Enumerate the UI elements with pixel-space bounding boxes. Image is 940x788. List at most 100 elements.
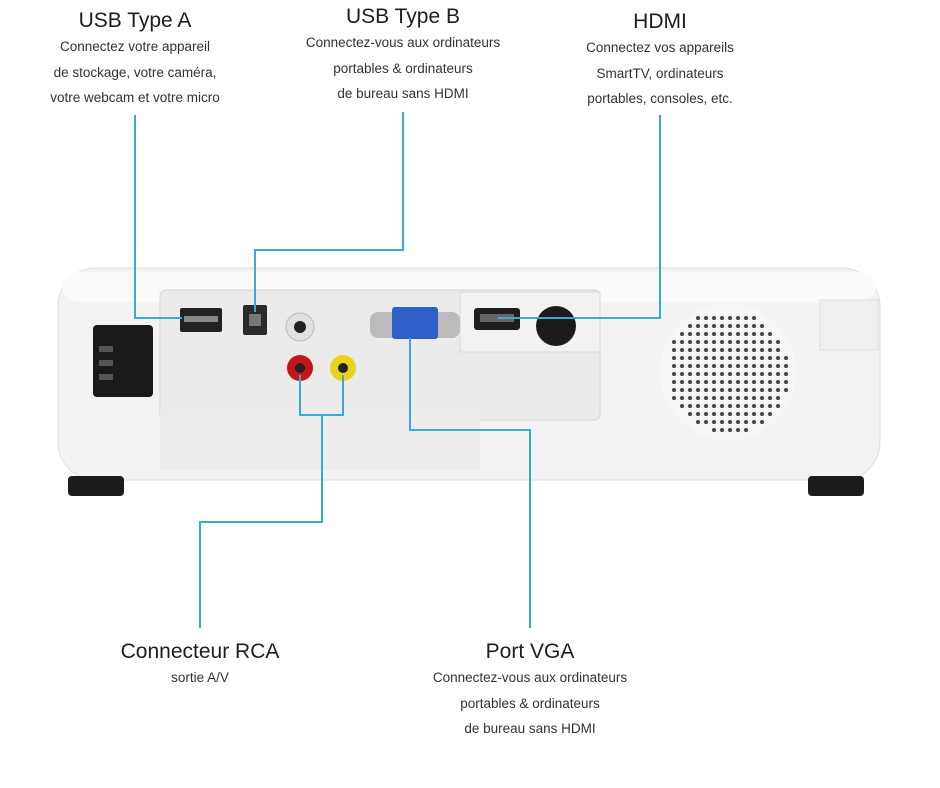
speaker-hole — [696, 412, 700, 416]
speaker-hole — [720, 364, 724, 368]
speaker-hole — [688, 412, 692, 416]
speaker-hole — [704, 332, 708, 336]
speaker-hole — [688, 340, 692, 344]
speaker-hole — [760, 332, 764, 336]
speaker-hole — [784, 364, 788, 368]
speaker-hole — [688, 324, 692, 328]
speaker-hole — [736, 316, 740, 320]
speaker-hole — [720, 316, 724, 320]
speaker-hole — [712, 316, 716, 320]
speaker-hole — [752, 332, 756, 336]
speaker-hole — [712, 348, 716, 352]
speaker-hole — [696, 420, 700, 424]
speaker-hole — [776, 356, 780, 360]
speaker-hole — [720, 324, 724, 328]
speaker-hole — [744, 388, 748, 392]
speaker-hole — [768, 412, 772, 416]
speaker-hole — [752, 356, 756, 360]
speaker-hole — [728, 420, 732, 424]
speaker-hole — [688, 380, 692, 384]
speaker-hole — [680, 396, 684, 400]
speaker-hole — [712, 420, 716, 424]
vga-title: Port VGA — [485, 640, 575, 663]
speaker-hole — [744, 412, 748, 416]
speaker-hole — [672, 380, 676, 384]
speaker-hole — [704, 356, 708, 360]
speaker-hole — [784, 372, 788, 376]
speaker-hole — [720, 428, 724, 432]
speaker-hole — [720, 340, 724, 344]
speaker-hole — [752, 348, 756, 352]
speaker-hole — [736, 356, 740, 360]
speaker-hole — [680, 340, 684, 344]
usb-b-desc-2: portables & ordinateurs — [333, 60, 473, 76]
speaker-hole — [776, 364, 780, 368]
usb-b-desc-3: de bureau sans HDMI — [337, 86, 469, 101]
hdmi-desc-1: Connectez vos appareils — [586, 40, 734, 55]
speaker-hole — [736, 396, 740, 400]
speaker-hole — [704, 404, 708, 408]
speaker-hole — [736, 332, 740, 336]
speaker-hole — [680, 356, 684, 360]
speaker-hole — [768, 364, 772, 368]
speaker-hole — [672, 356, 676, 360]
speaker-hole — [752, 412, 756, 416]
speaker-hole — [720, 412, 724, 416]
speaker-hole — [752, 388, 756, 392]
rca-title: Connecteur RCA — [120, 640, 280, 663]
speaker-hole — [688, 372, 692, 376]
speaker-hole — [672, 396, 676, 400]
speaker-hole — [776, 388, 780, 392]
speaker-hole — [760, 356, 764, 360]
speaker-hole — [728, 324, 732, 328]
speaker-hole — [704, 364, 708, 368]
vga-desc-3: de bureau sans HDMI — [464, 721, 596, 736]
speaker-hole — [736, 404, 740, 408]
speaker-hole — [768, 404, 772, 408]
speaker-hole — [720, 420, 724, 424]
speaker-hole — [688, 364, 692, 368]
speaker-hole — [744, 332, 748, 336]
speaker-hole — [728, 428, 732, 432]
speaker-hole — [728, 356, 732, 360]
speaker-hole — [712, 356, 716, 360]
speaker-hole — [760, 388, 764, 392]
speaker-hole — [728, 340, 732, 344]
speaker-hole — [672, 340, 676, 344]
speaker-hole — [776, 348, 780, 352]
speaker-hole — [712, 364, 716, 368]
speaker-hole — [744, 340, 748, 344]
speaker-hole — [712, 412, 716, 416]
speaker-hole — [680, 364, 684, 368]
usb-b-port — [243, 305, 267, 335]
speaker-hole — [736, 340, 740, 344]
speaker-hole — [696, 332, 700, 336]
speaker-hole — [672, 348, 676, 352]
speaker-hole — [712, 380, 716, 384]
speaker-hole — [688, 332, 692, 336]
speaker-hole — [760, 340, 764, 344]
speaker-hole — [712, 372, 716, 376]
speaker-hole — [720, 356, 724, 360]
speaker-hole — [752, 420, 756, 424]
rca-leader-line-down — [199, 415, 323, 628]
speaker-hole — [776, 340, 780, 344]
speaker-hole — [736, 388, 740, 392]
speaker-hole — [736, 372, 740, 376]
speaker-hole — [744, 420, 748, 424]
speaker-hole — [760, 324, 764, 328]
speaker-hole — [680, 388, 684, 392]
speaker-hole — [768, 356, 772, 360]
usb-b-leader-line — [254, 112, 404, 312]
speaker-hole — [784, 388, 788, 392]
speaker-hole — [696, 340, 700, 344]
speaker-hole — [720, 396, 724, 400]
speaker-hole — [712, 340, 716, 344]
speaker-hole — [696, 316, 700, 320]
hdmi-port — [474, 308, 520, 330]
speaker-hole — [704, 324, 708, 328]
speaker-hole — [696, 356, 700, 360]
speaker-hole — [728, 372, 732, 376]
speaker-hole — [688, 404, 692, 408]
speaker-hole — [768, 332, 772, 336]
